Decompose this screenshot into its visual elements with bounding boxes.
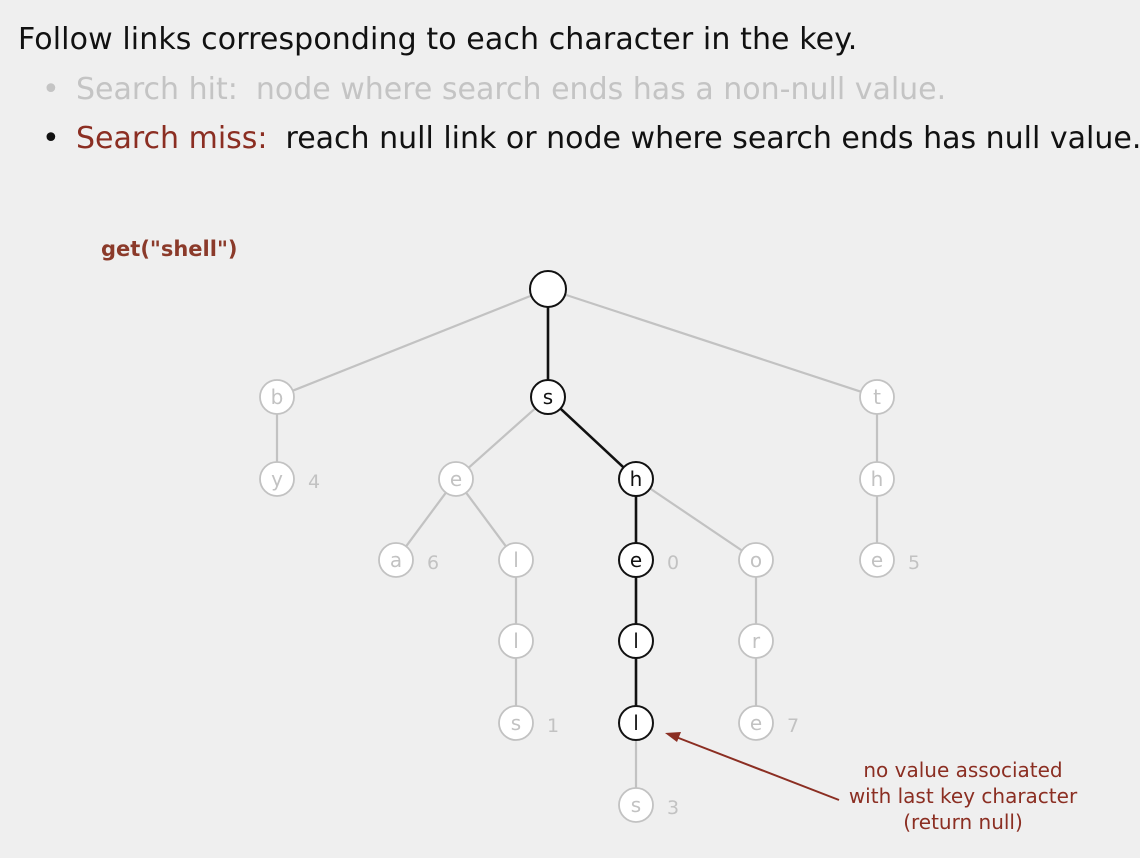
- annotation-note: no value associated with last key charac…: [838, 757, 1088, 835]
- trie-node-circle: [859, 461, 895, 497]
- trie-node-char: h: [630, 467, 643, 491]
- trie-edges: [275, 293, 879, 788]
- trie-node-char: s: [511, 711, 521, 735]
- trie-node-char: o: [750, 548, 762, 572]
- trie-node-char: e: [630, 548, 642, 572]
- trie-node-value: 4: [308, 471, 320, 493]
- trie-root-node: [529, 270, 567, 308]
- trie-edge: [467, 407, 537, 469]
- trie-node-char: r: [752, 629, 761, 653]
- bullet-text: node where search ends has a non-null va…: [255, 72, 947, 107]
- trie-node: l: [618, 623, 654, 659]
- query-label: get("shell"): [101, 237, 238, 261]
- bullet-search-hit: • Search hit: node where search ends has a…: [42, 72, 946, 107]
- trie-edge: [564, 293, 862, 393]
- trie-edge: [465, 492, 507, 547]
- bullet-dot-icon: •: [42, 121, 60, 156]
- bullet-term: Search miss:: [76, 121, 268, 156]
- trie-node-char: l: [633, 711, 639, 735]
- trie-node-char: a: [390, 548, 402, 572]
- trie-node-char: s: [543, 385, 553, 409]
- trie-node: t: [859, 379, 895, 415]
- trie-node-char: b: [271, 385, 284, 409]
- trie-node-circle: [438, 461, 474, 497]
- trie-node-char: e: [450, 467, 462, 491]
- trie-node-value: 0: [667, 552, 679, 574]
- trie-node-circle: [618, 787, 654, 823]
- bullet-term: Search hit:: [76, 72, 238, 107]
- trie-edge: [649, 487, 743, 552]
- trie-node-circle: [618, 705, 654, 741]
- trie-node-char: s: [631, 793, 641, 817]
- trie-node: o: [738, 542, 774, 578]
- trie-node: r: [738, 623, 774, 659]
- trie-node: h: [618, 461, 654, 497]
- trie-edge: [559, 407, 625, 469]
- trie-node-circle: [530, 379, 566, 415]
- trie-node-circle: [859, 542, 895, 578]
- trie-node-circle: [618, 542, 654, 578]
- trie-node-value: 5: [908, 552, 920, 574]
- trie-node-value: 7: [787, 715, 799, 737]
- bullet-search-miss: • Search miss: reach null link or node whe…: [42, 121, 1140, 156]
- trie-node: l: [618, 705, 654, 741]
- trie-node-char: l: [513, 548, 519, 572]
- trie-node: l: [498, 542, 534, 578]
- trie-node: s: [530, 379, 566, 415]
- trie-node-value: 6: [427, 552, 439, 574]
- trie-node-char: e: [750, 711, 762, 735]
- trie-node-circle: [259, 461, 295, 497]
- trie-node: b: [259, 379, 295, 415]
- annotation-line: no value associated: [863, 758, 1063, 782]
- trie-node-char: l: [513, 629, 519, 653]
- trie-node-circle: [259, 379, 295, 415]
- trie-node-circle: [529, 270, 567, 308]
- trie-node-circle: [859, 379, 895, 415]
- bullet-dot-icon: •: [42, 72, 60, 107]
- trie-node-value: 3: [667, 797, 679, 819]
- annotation-arrow: [665, 732, 840, 801]
- trie-node-circle: [378, 542, 414, 578]
- trie-node-char: h: [871, 467, 884, 491]
- trie-edge: [292, 294, 532, 392]
- trie-node-value: 1: [547, 715, 559, 737]
- trie-node: h: [859, 461, 895, 497]
- trie-node-char: t: [873, 385, 881, 409]
- trie-node: l: [498, 623, 534, 659]
- trie-node-char: e: [871, 548, 883, 572]
- slide-title: Follow links corresponding to each chara…: [18, 22, 858, 57]
- annotation-line: with last key character: [848, 784, 1078, 808]
- trie-node-circle: [498, 705, 534, 741]
- trie-node-circle: [618, 623, 654, 659]
- bullet-text: reach null link or node where search end…: [285, 121, 1140, 156]
- trie-node-circle: [738, 705, 774, 741]
- trie-node-circle: [738, 623, 774, 659]
- annotation-line: (return null): [903, 810, 1023, 834]
- trie-node-char: y: [271, 467, 283, 491]
- trie-node-circle: [618, 461, 654, 497]
- trie-node-circle: [738, 542, 774, 578]
- trie-node-circle: [498, 542, 534, 578]
- trie-node: e: [438, 461, 474, 497]
- trie-node-char: l: [633, 629, 639, 653]
- trie-edge: [405, 492, 447, 547]
- trie-node-circle: [498, 623, 534, 659]
